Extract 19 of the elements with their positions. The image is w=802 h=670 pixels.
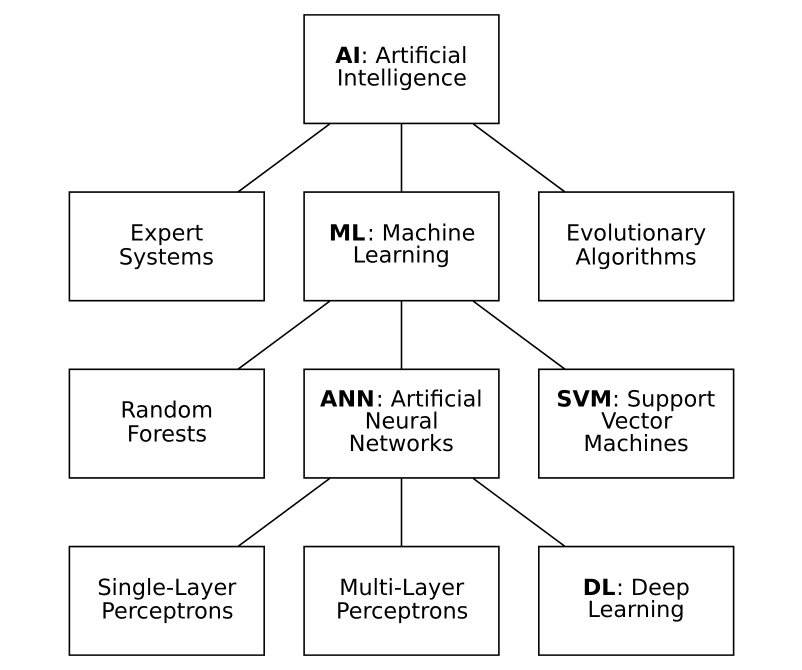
connector: [400, 478, 402, 546]
node-box: Random Forests: [68, 368, 264, 479]
connector: [237, 123, 330, 193]
connector: [472, 300, 565, 370]
node-box: Expert Systems: [68, 191, 264, 302]
connector: [400, 124, 402, 192]
connector: [237, 300, 330, 370]
connector: [400, 301, 402, 370]
node-box: AI: Artificial Intelligence: [302, 14, 500, 124]
connector: [472, 123, 565, 193]
node-box: ML: Machine Learning: [302, 191, 500, 302]
node-box: SVM: Support Vector Machines: [538, 368, 734, 479]
connector: [237, 478, 330, 548]
node-box: DL: Deep Learning: [538, 546, 734, 656]
node-box: Evolutionary Algorithms: [538, 191, 734, 302]
node-box: ANN: Artificial Neural Networks: [302, 368, 500, 479]
connector: [472, 478, 565, 548]
node-box: Multi-Layer Perceptrons: [302, 546, 500, 656]
node-box: Single-Layer Perceptrons: [68, 546, 264, 656]
